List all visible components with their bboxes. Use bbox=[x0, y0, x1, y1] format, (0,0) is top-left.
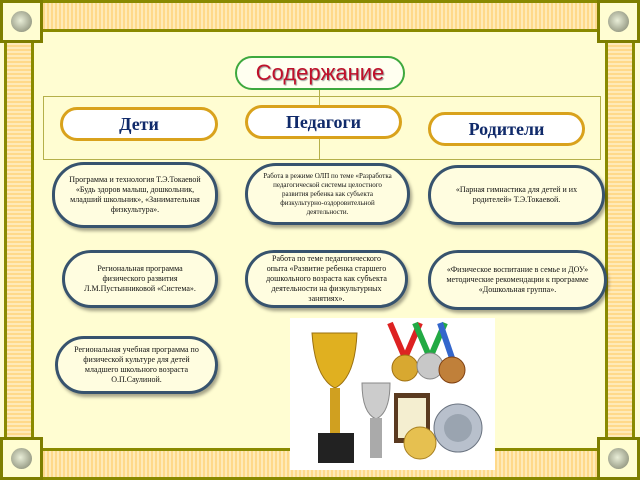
category-teachers: Педагоги bbox=[245, 105, 402, 139]
connector-line bbox=[43, 96, 601, 97]
children-program-2: Региональная программа физического разви… bbox=[62, 250, 218, 308]
children-program-1: Программа и технология Т.Э.Токаевой «Буд… bbox=[52, 162, 218, 228]
parents-program-1: «Парная гимнастика для детей и их родите… bbox=[428, 165, 605, 225]
frame-left-bar bbox=[4, 40, 34, 450]
page-title: Содержание bbox=[235, 56, 405, 90]
corner-knob-icon bbox=[597, 437, 640, 480]
teachers-work-2: Работа по теме педагогического опыта «Ра… bbox=[245, 250, 408, 308]
children-program-3: Региональная учебная программа по физиче… bbox=[55, 336, 218, 394]
category-parents: Родители bbox=[428, 112, 585, 146]
frame-right-bar bbox=[605, 40, 635, 450]
parents-program-2: «Физическое воспитание в семье и ДОУ» ме… bbox=[428, 250, 607, 310]
frame-top-bar bbox=[40, 0, 600, 32]
corner-knob-icon bbox=[597, 0, 640, 43]
teachers-work-1: Работа в режиме ОЛП по теме «Разработка … bbox=[245, 163, 410, 225]
trophies-medals-image bbox=[290, 318, 495, 470]
category-children: Дети bbox=[60, 107, 218, 141]
connector-line bbox=[43, 159, 601, 160]
corner-knob-icon bbox=[0, 437, 43, 480]
connector-line bbox=[600, 96, 601, 160]
corner-knob-icon bbox=[0, 0, 43, 43]
connector-line bbox=[43, 96, 44, 160]
